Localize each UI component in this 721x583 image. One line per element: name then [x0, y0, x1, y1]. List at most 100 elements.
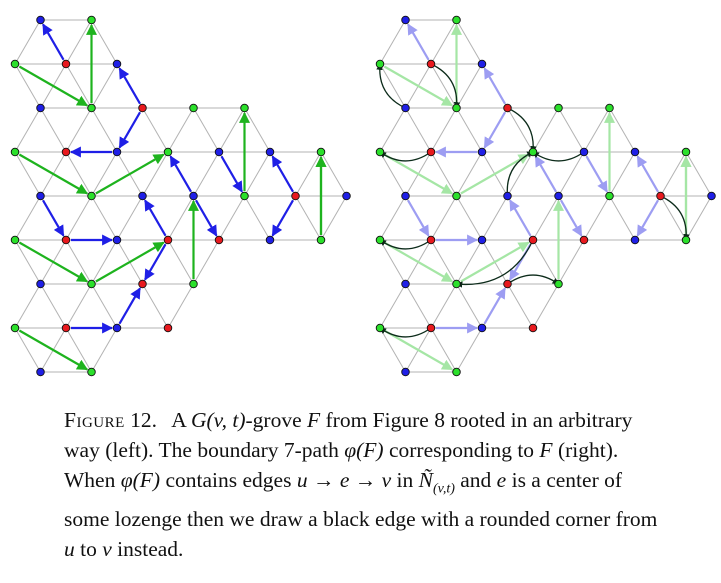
lattice-edge: [660, 195, 687, 241]
red-vertex: [61, 147, 71, 157]
lattice-edge: [430, 107, 457, 153]
red-vertex: [528, 235, 538, 245]
lattice-edge: [193, 151, 220, 197]
lattice-edge: [456, 195, 483, 241]
caption-math-subscript: (v,t): [432, 481, 455, 497]
blue-vertex: [112, 323, 122, 333]
blue-vertex: [112, 59, 122, 69]
red-vertex: [503, 103, 512, 113]
lattice-edge: [91, 283, 118, 329]
lattice-edge: [430, 195, 457, 241]
green-vertex: [10, 323, 20, 333]
tree-edge: [534, 155, 557, 193]
lattice-edge: [685, 195, 712, 241]
lattice-edge: [218, 195, 245, 241]
lattice-edge: [379, 327, 406, 373]
green-vertex: [163, 147, 173, 157]
tree-edge: [42, 199, 65, 237]
blue-vertex: [477, 235, 487, 245]
red-vertex: [291, 191, 300, 201]
figure-12-diagram: [10, 15, 716, 377]
lattice-edge: [609, 195, 636, 241]
blue-vertex: [503, 191, 512, 201]
lattice-edge: [320, 195, 347, 241]
green-vertex: [452, 191, 461, 201]
caption-text: contains edges: [160, 468, 297, 492]
lattice-edge: [456, 107, 483, 153]
lattice-edge: [507, 283, 534, 329]
green-vertex: [375, 323, 385, 333]
red-vertex: [426, 323, 436, 333]
blue-vertex: [189, 191, 198, 201]
caption-math: Ñ: [418, 468, 433, 492]
green-vertex: [87, 15, 96, 25]
green-vertex: [681, 235, 691, 245]
blue-vertex: [138, 191, 147, 201]
tree-edge: [118, 67, 141, 105]
lattice-edge: [65, 195, 92, 241]
tree-edge: [271, 155, 294, 193]
rounded-corner-edge: [532, 151, 585, 162]
caption-math: u → e → v: [296, 468, 392, 492]
blue-vertex: [36, 191, 45, 201]
lattice-edge: [430, 283, 457, 329]
rounded-corner-edge: [660, 195, 690, 241]
caption-text: in: [391, 468, 419, 492]
lattice-edge: [91, 19, 118, 65]
tree-edge: [118, 287, 141, 325]
blue-vertex: [401, 15, 410, 25]
green-vertex: [375, 59, 385, 69]
rounded-corner-edge: [455, 239, 534, 288]
lattice-edge: [609, 151, 636, 197]
lattice-edge: [142, 107, 169, 153]
caption-text: is a center of some lozenge then we draw…: [64, 468, 658, 532]
green-vertex: [452, 367, 461, 377]
rounded-corner-edge: [430, 63, 461, 109]
lattice-edge: [379, 63, 406, 109]
lattice-edge: [456, 151, 483, 197]
lattice-edge: [91, 195, 118, 241]
caption-text: to: [74, 537, 103, 562]
lattice-edge: [456, 19, 483, 65]
caption-text: A: [171, 408, 191, 432]
rounded-corner-edge: [507, 274, 560, 285]
tree-edge: [18, 153, 89, 195]
caption-text: corresponding to: [383, 438, 540, 462]
lattice-edge: [379, 195, 406, 241]
green-vertex: [189, 279, 198, 289]
lattice-edge: [193, 239, 220, 285]
blue-vertex: [579, 147, 589, 157]
red-vertex: [61, 59, 71, 69]
lattice-edge: [65, 19, 92, 65]
green-vertex: [375, 147, 385, 157]
red-vertex: [426, 59, 436, 69]
blue-vertex: [112, 235, 122, 245]
blue-vertex: [36, 279, 45, 289]
red-vertex: [656, 191, 665, 201]
tree-edge: [483, 67, 506, 105]
lattice-edge: [167, 195, 194, 241]
green-vertex: [605, 191, 614, 201]
lattice-edge: [481, 195, 508, 241]
tree-edge: [407, 199, 430, 237]
green-vertex: [240, 191, 249, 201]
tree-edge: [144, 243, 167, 281]
lattice-edge: [405, 107, 432, 153]
caption-number: 12.: [130, 408, 158, 432]
lattice-edge: [456, 283, 483, 329]
green-vertex: [316, 235, 326, 245]
rounded-corner-edge: [379, 151, 432, 162]
tree-edge: [483, 111, 506, 149]
lattice-edge: [244, 151, 271, 197]
lattice-edge: [456, 63, 483, 109]
tree-edge: [220, 155, 243, 193]
rounded-corner-edge: [379, 239, 432, 250]
green-vertex: [240, 103, 249, 113]
tree-edge: [460, 153, 530, 195]
tree-edge: [460, 241, 530, 283]
tree-edge: [118, 111, 141, 149]
blue-vertex: [265, 147, 275, 157]
tree-edge: [407, 23, 430, 61]
blue-vertex: [401, 191, 410, 201]
caption-text: (right). When: [64, 438, 619, 492]
